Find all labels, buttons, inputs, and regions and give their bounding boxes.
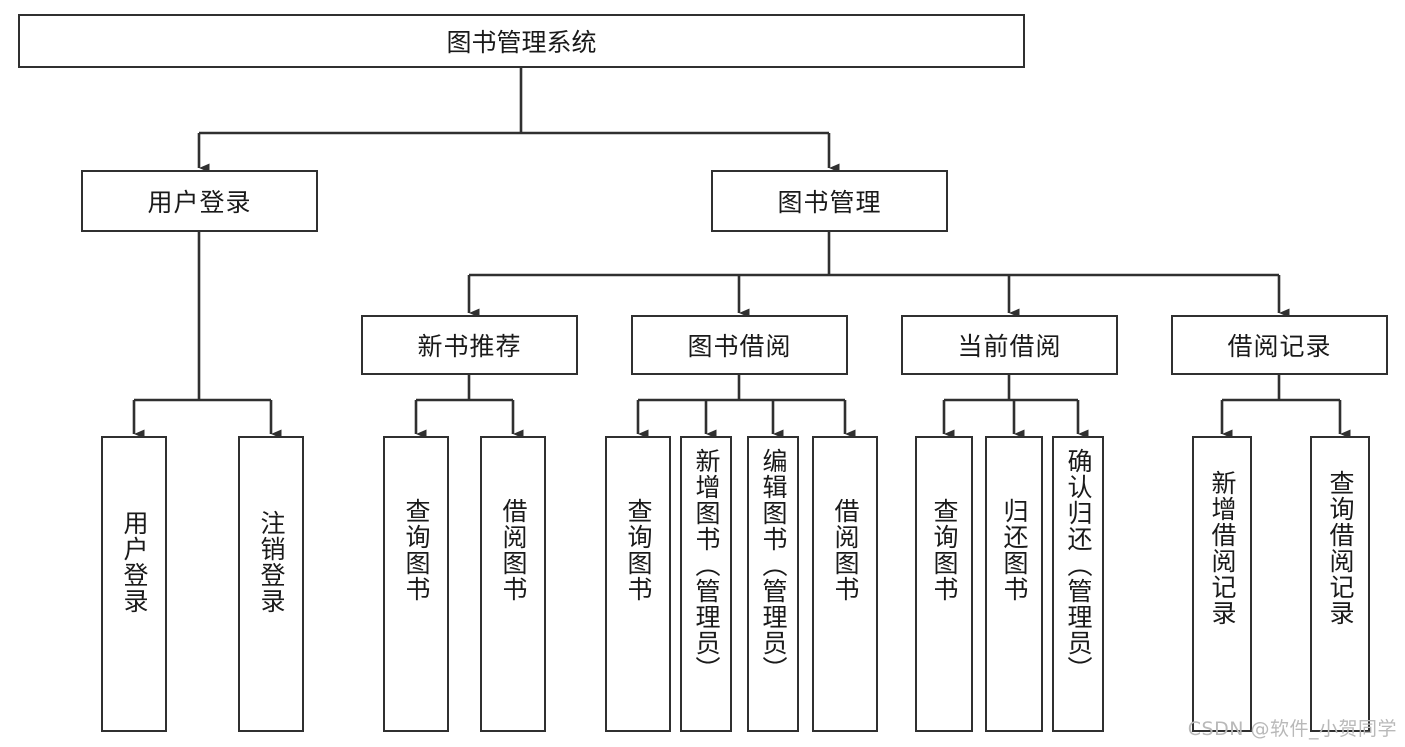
leaf-add-book-label: 新增图书（管理员） [692, 448, 721, 682]
node-current-borrow-label: 当前借阅 [957, 332, 1062, 361]
leaf-borrow-book-2[interactable]: 借阅图书 [812, 436, 878, 732]
leaf-query-book-3[interactable]: 查询图书 [915, 436, 973, 732]
node-user-login[interactable]: 用户登录 [81, 170, 318, 232]
node-new-book-recommend[interactable]: 新书推荐 [361, 315, 578, 375]
leaf-confirm-return[interactable]: 确认归还（管理员） [1052, 436, 1104, 732]
node-borrow-record-label: 借阅记录 [1227, 332, 1332, 361]
leaf-query-record[interactable]: 查询借阅记录 [1310, 436, 1370, 732]
leaf-query-book-2-label: 查询图书 [624, 498, 653, 602]
leaf-add-book[interactable]: 新增图书（管理员） [680, 436, 732, 732]
leaf-query-book-1-label: 查询图书 [402, 498, 431, 602]
node-root[interactable]: 图书管理系统 [18, 14, 1025, 68]
leaf-edit-book[interactable]: 编辑图书（管理员） [747, 436, 799, 732]
node-book-manage-label: 图书管理 [777, 188, 882, 217]
leaf-query-record-label: 查询借阅记录 [1326, 470, 1355, 626]
leaf-query-book-1[interactable]: 查询图书 [383, 436, 449, 732]
node-root-label: 图书管理系统 [446, 28, 597, 57]
leaf-return-book-label: 归还图书 [1000, 498, 1029, 602]
watermark: CSDN @软件_小贺同学 [1187, 718, 1397, 740]
node-book-borrow[interactable]: 图书借阅 [631, 315, 848, 375]
leaf-edit-book-label: 编辑图书（管理员） [759, 448, 788, 682]
leaf-user-login[interactable]: 用户登录 [101, 436, 167, 732]
leaf-confirm-return-label: 确认归还（管理员） [1064, 448, 1093, 682]
node-borrow-record[interactable]: 借阅记录 [1171, 315, 1388, 375]
leaf-user-login-label: 用户登录 [120, 510, 149, 614]
node-current-borrow[interactable]: 当前借阅 [901, 315, 1118, 375]
leaf-query-book-3-label: 查询图书 [930, 498, 959, 602]
leaf-borrow-book-2-label: 借阅图书 [831, 498, 860, 602]
leaf-return-book[interactable]: 归还图书 [985, 436, 1043, 732]
node-new-book-recommend-label: 新书推荐 [417, 332, 522, 361]
leaf-query-book-2[interactable]: 查询图书 [605, 436, 671, 732]
leaf-logout[interactable]: 注销登录 [238, 436, 304, 732]
leaf-add-record-label: 新增借阅记录 [1208, 470, 1237, 626]
leaf-logout-label: 注销登录 [257, 510, 286, 614]
node-book-manage[interactable]: 图书管理 [711, 170, 948, 232]
leaf-borrow-book-1[interactable]: 借阅图书 [480, 436, 546, 732]
node-user-login-label: 用户登录 [147, 188, 252, 217]
leaf-borrow-book-1-label: 借阅图书 [499, 498, 528, 602]
leaf-add-record[interactable]: 新增借阅记录 [1192, 436, 1252, 732]
node-book-borrow-label: 图书借阅 [687, 332, 792, 361]
